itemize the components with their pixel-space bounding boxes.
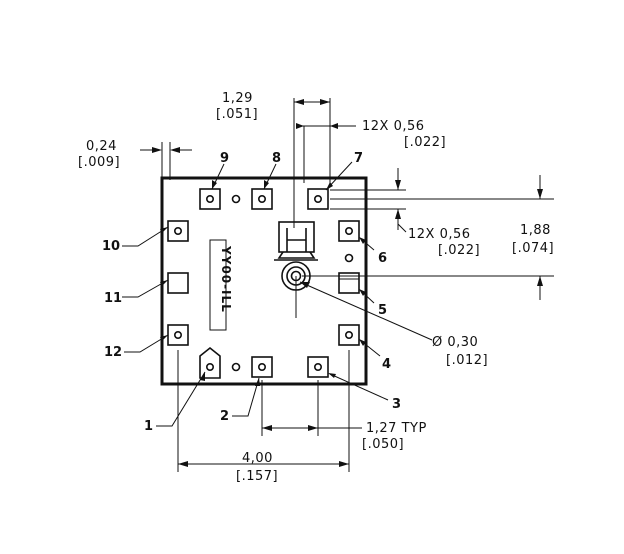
pin-label-1: 1 — [144, 419, 153, 434]
pin-label-2: 2 — [220, 409, 229, 424]
pin-label-8: 8 — [272, 151, 281, 166]
dim-pad-height-in: [.022] — [438, 243, 480, 258]
pad-2-hole — [257, 362, 266, 371]
dim-hole-diameter-in: [.012] — [446, 353, 488, 368]
pad-8 — [251, 188, 273, 210]
pin-label-11: 11 — [104, 291, 122, 306]
pin-label-12: 12 — [104, 345, 122, 360]
via-top — [231, 194, 241, 204]
package-outline — [160, 176, 368, 386]
pin-label-9: 9 — [220, 151, 229, 166]
pad-7 — [307, 188, 329, 210]
dim-pad-height-mm: 12X 0,56 — [408, 227, 471, 242]
pad-10-hole — [174, 227, 183, 236]
pin-label-5: 5 — [378, 303, 387, 318]
pin-leaders — [122, 161, 389, 427]
pad-9-hole — [206, 195, 215, 204]
pin-label-4: 4 — [382, 357, 391, 372]
pad-6-hole — [344, 227, 353, 236]
dim-vertical-span-mm: 1,88 — [520, 223, 551, 238]
pad-11 — [167, 272, 189, 294]
pin-label-7: 7 — [354, 151, 363, 166]
dim-pitch-typ-in: [.050] — [362, 437, 404, 452]
pad-12-hole — [174, 330, 183, 339]
pad-8-hole — [257, 195, 266, 204]
dim-pitch-typ-mm: 1,27 TYP — [366, 421, 427, 436]
via-right — [344, 253, 354, 263]
pad-3-hole — [313, 362, 322, 371]
pad-1-hole — [206, 362, 215, 371]
pin-label-6: 6 — [378, 251, 387, 266]
pad-4-hole — [344, 330, 353, 339]
via-bottom — [231, 362, 241, 372]
pad-4 — [338, 324, 360, 346]
dim-pad-width-mm: 12X 0,56 — [362, 119, 425, 134]
dim-overall-width-in: [.157] — [236, 469, 278, 484]
dim-vertical-span-in: [.074] — [512, 241, 554, 256]
dim-overall-width-mm: 4,00 — [242, 451, 273, 466]
pad-6 — [338, 220, 360, 242]
pin-label-3: 3 — [392, 397, 401, 412]
dim-edge-offset-mm: 0,24 — [86, 139, 117, 154]
pad-7-hole — [313, 195, 322, 204]
pad-5 — [338, 272, 360, 294]
dim-hole-diameter-mm: Ø 0,30 — [432, 335, 478, 350]
dim-pitch-top-mm: 1,29 — [222, 91, 253, 106]
pad-9 — [199, 188, 221, 210]
pad-10 — [167, 220, 189, 242]
marking-frame — [209, 239, 227, 331]
pads — [167, 188, 360, 379]
pin-label-10: 10 — [102, 239, 120, 254]
pad-2 — [251, 356, 273, 378]
dim-edge-offset-in: [.009] — [78, 155, 120, 170]
dim-pitch-top-in: [.051] — [216, 107, 258, 122]
dim-pad-width-in: [.022] — [404, 135, 446, 150]
dimension-lines — [140, 98, 554, 472]
pad-12 — [167, 324, 189, 346]
pad-3 — [307, 356, 329, 378]
